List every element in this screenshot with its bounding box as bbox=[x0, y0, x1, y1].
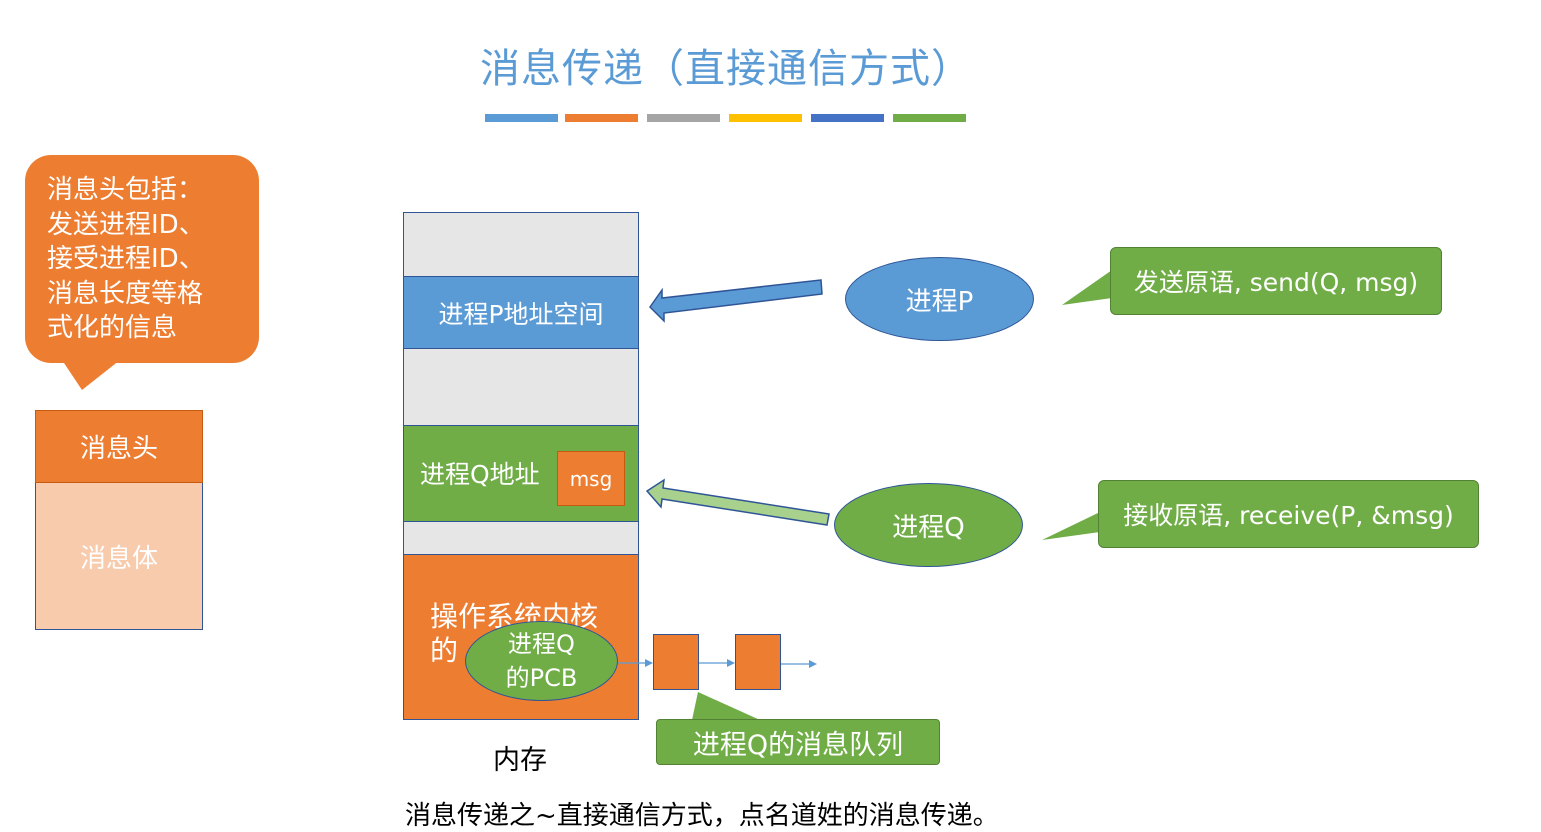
send-callout-tail bbox=[1062, 270, 1112, 305]
callout-tail bbox=[62, 360, 120, 390]
title-bar-5 bbox=[811, 114, 884, 122]
queue-callout-tail bbox=[692, 692, 760, 720]
message-header-block: 消息头 bbox=[35, 410, 203, 483]
process-q: 进程Q bbox=[834, 483, 1023, 567]
process-q-address-space-label: 进程Q地址 bbox=[420, 460, 540, 489]
page-title: 消息传递（直接通信方式） bbox=[480, 46, 972, 92]
title-bar-1 bbox=[485, 114, 558, 122]
msg-block: msg bbox=[557, 451, 625, 506]
process-p-address-space: 进程P地址空间 bbox=[403, 276, 639, 349]
receive-arrow bbox=[645, 478, 830, 526]
queue-node-2 bbox=[735, 634, 781, 690]
title-bar-2 bbox=[565, 114, 638, 122]
receive-primitive-callout: 接收原语, receive(P, &msg) bbox=[1098, 480, 1479, 548]
title-bar-4 bbox=[729, 114, 802, 122]
bottom-caption: 消息传递之~直接通信方式，点名道姓的消息传递。 bbox=[405, 801, 999, 831]
queue-node-1 bbox=[653, 634, 699, 690]
process-q-pcb: 进程Q 的PCB bbox=[465, 621, 618, 701]
memory-label: 内存 bbox=[493, 745, 547, 776]
title-bar-6 bbox=[893, 114, 966, 122]
send-arrow bbox=[649, 279, 823, 323]
message-header-callout: 消息头包括： 发送进程ID、 接受进程ID、 消息长度等格 式化的信息 bbox=[25, 155, 259, 363]
message-queue-callout: 进程Q的消息队列 bbox=[656, 719, 940, 765]
process-p: 进程P bbox=[845, 257, 1034, 341]
receive-callout-tail bbox=[1042, 512, 1100, 540]
send-primitive-callout: 发送原语, send(Q, msg) bbox=[1110, 247, 1442, 315]
title-bar-3 bbox=[647, 114, 720, 122]
message-body-block: 消息体 bbox=[35, 483, 203, 630]
